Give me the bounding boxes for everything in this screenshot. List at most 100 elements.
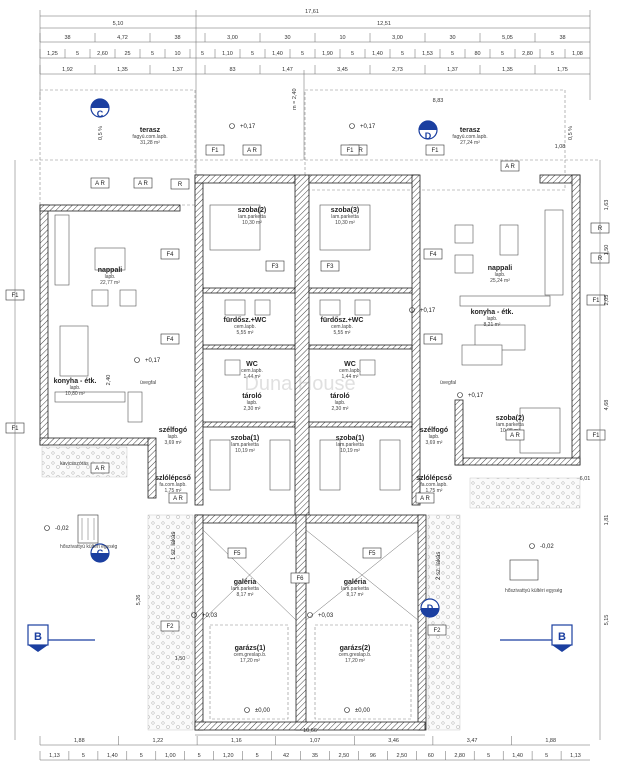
dim-value: 1,07 bbox=[310, 738, 321, 744]
dim-value: 1,92 bbox=[62, 67, 73, 73]
level-marker: +0,17 bbox=[409, 307, 436, 314]
dim-value: 10 bbox=[174, 51, 180, 57]
dim-value: 30 bbox=[449, 35, 455, 41]
room-floor: lapb. bbox=[335, 400, 346, 406]
window-tag-ar: A R bbox=[500, 160, 520, 172]
room-area: 10,30 m² bbox=[335, 220, 355, 226]
room-name: terasz bbox=[460, 127, 481, 134]
section-mark-c-bottom: C bbox=[90, 543, 110, 563]
section-mark-b-right: B bbox=[551, 624, 573, 652]
side-dim-right: 1,63 bbox=[604, 200, 610, 211]
room-name: galéria bbox=[344, 579, 367, 586]
side-dim-right: 2,05 bbox=[604, 295, 610, 306]
room-floor: fagyú.com.lapb. bbox=[452, 134, 487, 140]
room-floor: lapb. bbox=[495, 272, 506, 278]
tag-box bbox=[423, 333, 443, 345]
window-tag-r: R bbox=[170, 178, 190, 190]
tag-label: F1 bbox=[211, 148, 219, 154]
dim-value: 3,46 bbox=[388, 738, 399, 744]
window-tag-ar: A R bbox=[415, 492, 435, 504]
heat-pump-note-right: hőszivattyú kültéri egység bbox=[505, 588, 562, 594]
dim-value: 1,40 bbox=[272, 51, 283, 57]
dim-value: 5 bbox=[140, 753, 143, 759]
room-label-konyha-l: konyha - étk.lapb.10,80 m² bbox=[54, 378, 97, 397]
dim-value: 5 bbox=[198, 753, 201, 759]
room-area: 10,30 m² bbox=[242, 220, 262, 226]
gravel-note: kavicsszórás bbox=[60, 461, 89, 467]
dim-value: 30 bbox=[284, 35, 290, 41]
room-area: 1,44 m² bbox=[244, 374, 261, 380]
tag-label: F1 bbox=[592, 433, 600, 439]
room-name: szoba(3) bbox=[331, 207, 359, 214]
dim-value: 38 bbox=[64, 35, 70, 41]
dim-value: 1,20 bbox=[223, 753, 234, 759]
dim-value: 2,80 bbox=[454, 753, 465, 759]
dim-value: 1,37 bbox=[172, 67, 183, 73]
room-area: 10,19 m² bbox=[235, 448, 255, 454]
room-name: konyha - étk. bbox=[471, 309, 514, 316]
gravel-right bbox=[427, 514, 461, 731]
room-area: 17,20 m² bbox=[240, 658, 260, 664]
tag-label: A R bbox=[138, 181, 148, 187]
room-name: szoba(1) bbox=[231, 435, 259, 442]
level-marker: ±0,00 bbox=[344, 707, 371, 714]
tag-box bbox=[425, 144, 445, 156]
room-name: szlólépcső bbox=[416, 475, 452, 482]
room-name: szélfogó bbox=[159, 427, 187, 434]
room-area: 31,28 m² bbox=[140, 140, 160, 146]
tag-label: F4 bbox=[429, 252, 437, 258]
level-value: -0,02 bbox=[55, 526, 69, 532]
dim-value: 60 bbox=[428, 753, 434, 759]
tag-label: F1 bbox=[11, 293, 19, 299]
tag-label: F4 bbox=[429, 337, 437, 343]
tag-box bbox=[415, 492, 435, 504]
dim-value: 1,22 bbox=[153, 738, 164, 744]
dim-value: 1,88 bbox=[545, 738, 556, 744]
room-name: fürdősz.+WC bbox=[224, 317, 267, 324]
dim-value: 1,75 bbox=[557, 67, 568, 73]
tag-box bbox=[500, 160, 520, 172]
watermark: Duna House bbox=[244, 373, 355, 395]
room-name: WC bbox=[246, 361, 258, 368]
room-floor: lam.parketta bbox=[341, 586, 369, 592]
dim-value: 5,05 bbox=[502, 35, 513, 41]
tag-box bbox=[205, 144, 225, 156]
dim-value: 5 bbox=[551, 51, 554, 57]
room-floor: cem.lapb. bbox=[339, 368, 361, 374]
dim-value: 1,10 bbox=[222, 51, 233, 57]
dim-value: 5 bbox=[256, 753, 259, 759]
window-tag-f3: F3 bbox=[265, 260, 285, 272]
side-dim-left: 2,40 bbox=[106, 375, 112, 386]
furniture-right bbox=[319, 204, 564, 491]
room-floor: cem.lapb. bbox=[241, 368, 263, 374]
room-area: 8,17 m² bbox=[347, 592, 364, 598]
tag-box bbox=[586, 294, 606, 306]
room-label-konyha-r: konyha - étk.lapb.8,21 m² bbox=[471, 309, 514, 328]
tag-label: F1 bbox=[11, 426, 19, 432]
tag-box bbox=[90, 462, 110, 474]
room-name: szoba(2) bbox=[496, 415, 524, 422]
window-tag-f5: F5 bbox=[362, 547, 382, 559]
dim-value: 5 bbox=[351, 51, 354, 57]
dim-value: 5 bbox=[401, 51, 404, 57]
dim-value: 4,72 bbox=[117, 35, 128, 41]
dim-value: 1,40 bbox=[107, 753, 118, 759]
dim-value: 1,88 bbox=[74, 738, 85, 744]
room-area: 22,77 m² bbox=[100, 280, 120, 286]
room-floor: fa.com.lapb. bbox=[159, 482, 186, 488]
dim-value: 2,80 bbox=[522, 51, 533, 57]
dim-value: 1,53 bbox=[422, 51, 433, 57]
room-name: galéria bbox=[234, 579, 257, 586]
